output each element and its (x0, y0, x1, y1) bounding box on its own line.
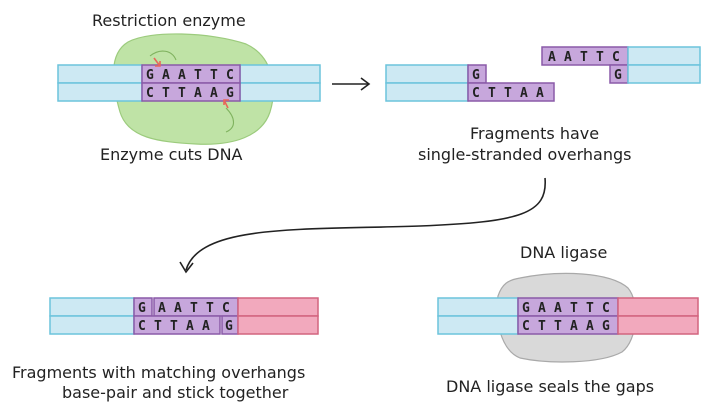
panel-stick-together: G A A T T C C T T A A G Fragments with m… (12, 297, 319, 402)
left-overhang-bases: C T T A A (472, 86, 544, 101)
base: T (580, 50, 588, 65)
panel-dna-ligase: DNA ligase G A A T T C C T T A A G DNA l… (437, 243, 699, 396)
enzyme-cuts-caption: Enzyme cuts DNA (100, 145, 243, 164)
base: A (202, 319, 210, 334)
base: C (522, 319, 530, 334)
base: T (190, 301, 198, 316)
base: G (472, 68, 480, 83)
ligated-bottom-blue-strand (437, 315, 519, 335)
dna-strand-bottom-left (57, 82, 143, 102)
left-fragment-bottom-strand (385, 82, 469, 102)
base: T (178, 86, 186, 101)
dna-strand-top-right (239, 64, 321, 84)
base: A (186, 319, 194, 334)
base: T (488, 86, 496, 101)
base: T (162, 86, 170, 101)
joined-bottom-left-site (133, 315, 221, 335)
ligated-bottom-pink-strand (617, 315, 699, 335)
base: G (614, 68, 622, 83)
base: A (178, 68, 186, 83)
base: A (520, 86, 528, 101)
base: A (174, 301, 182, 316)
base: A (586, 319, 594, 334)
panel-fragments: G C T T A A A A T T C G Fragments have s… (385, 46, 701, 164)
base: A (570, 319, 578, 334)
base: A (548, 50, 556, 65)
stick-together-caption-line2: base-pair and stick together (62, 383, 289, 402)
base: C (222, 301, 230, 316)
base: G (522, 301, 530, 316)
stick-together-caption-line1: Fragments with matching overhangs (12, 363, 305, 382)
base: G (602, 319, 610, 334)
fragments-caption-line1: Fragments have (470, 124, 599, 143)
base: A (536, 86, 544, 101)
base: G (138, 301, 146, 316)
base: A (194, 86, 202, 101)
base: T (504, 86, 512, 101)
base: T (154, 319, 162, 334)
ligase-caption: DNA ligase seals the gaps (446, 377, 654, 396)
joined-bottom-bases: C T T A A (138, 319, 210, 334)
enzyme-contour (149, 50, 177, 61)
base: T (206, 301, 214, 316)
base: C (612, 50, 620, 65)
enzyme-contour (225, 107, 235, 133)
base: T (194, 68, 202, 83)
base: C (138, 319, 146, 334)
base: A (210, 86, 218, 101)
cut-marker-icon (153, 57, 161, 67)
panel-restriction-enzyme: Restriction enzyme G A A T T C C T T A A… (57, 11, 321, 164)
right-overhang-bases: A A T T C (548, 50, 620, 65)
base: C (602, 301, 610, 316)
base: A (564, 50, 572, 65)
base: T (586, 301, 594, 316)
ligated-top-bases: G A A T T C (522, 301, 610, 316)
base: C (472, 86, 480, 101)
base: C (226, 68, 234, 83)
site-bottom-bases: C T T A A G (146, 86, 234, 101)
left-fragment-overhang (467, 82, 555, 102)
base: T (170, 319, 178, 334)
dna-strand-top-left (57, 64, 143, 84)
cut-marker-icon (223, 99, 229, 109)
arrow-curved (179, 177, 546, 274)
base: A (538, 301, 546, 316)
joined-top-bases: A A T T C (158, 301, 230, 316)
right-fragment-top-strand (627, 46, 701, 66)
base: A (162, 68, 170, 83)
restriction-enzyme-title: Restriction enzyme (92, 11, 246, 30)
site-top-bases: G A A T T C (146, 68, 234, 83)
ligated-top-pink-strand (617, 297, 699, 317)
base: T (554, 319, 562, 334)
base: T (538, 319, 546, 334)
base: G (146, 68, 154, 83)
joined-top-blue-strand (49, 297, 135, 317)
base: C (146, 86, 154, 101)
dna-strand-bottom-right (239, 82, 321, 102)
dna-ligase-title: DNA ligase (520, 243, 607, 262)
arrow-right (332, 77, 371, 91)
ligated-top-blue-strand (437, 297, 519, 317)
joined-top-pink-strand (237, 297, 319, 317)
left-fragment-top-strand (385, 64, 469, 84)
base: T (570, 301, 578, 316)
joined-bottom-pink-strand (237, 315, 319, 335)
recognition-site-bottom (141, 82, 241, 102)
joined-bottom-blue-strand (49, 315, 135, 335)
ligated-bottom-bases: C T T A A G (522, 319, 610, 334)
base: A (554, 301, 562, 316)
base: T (596, 50, 604, 65)
base: A (158, 301, 166, 316)
base: G (225, 319, 233, 334)
fragments-caption-line2: single-stranded overhangs (418, 145, 632, 164)
right-fragment-bottom-strand (627, 64, 701, 84)
base: G (226, 86, 234, 101)
base: T (210, 68, 218, 83)
